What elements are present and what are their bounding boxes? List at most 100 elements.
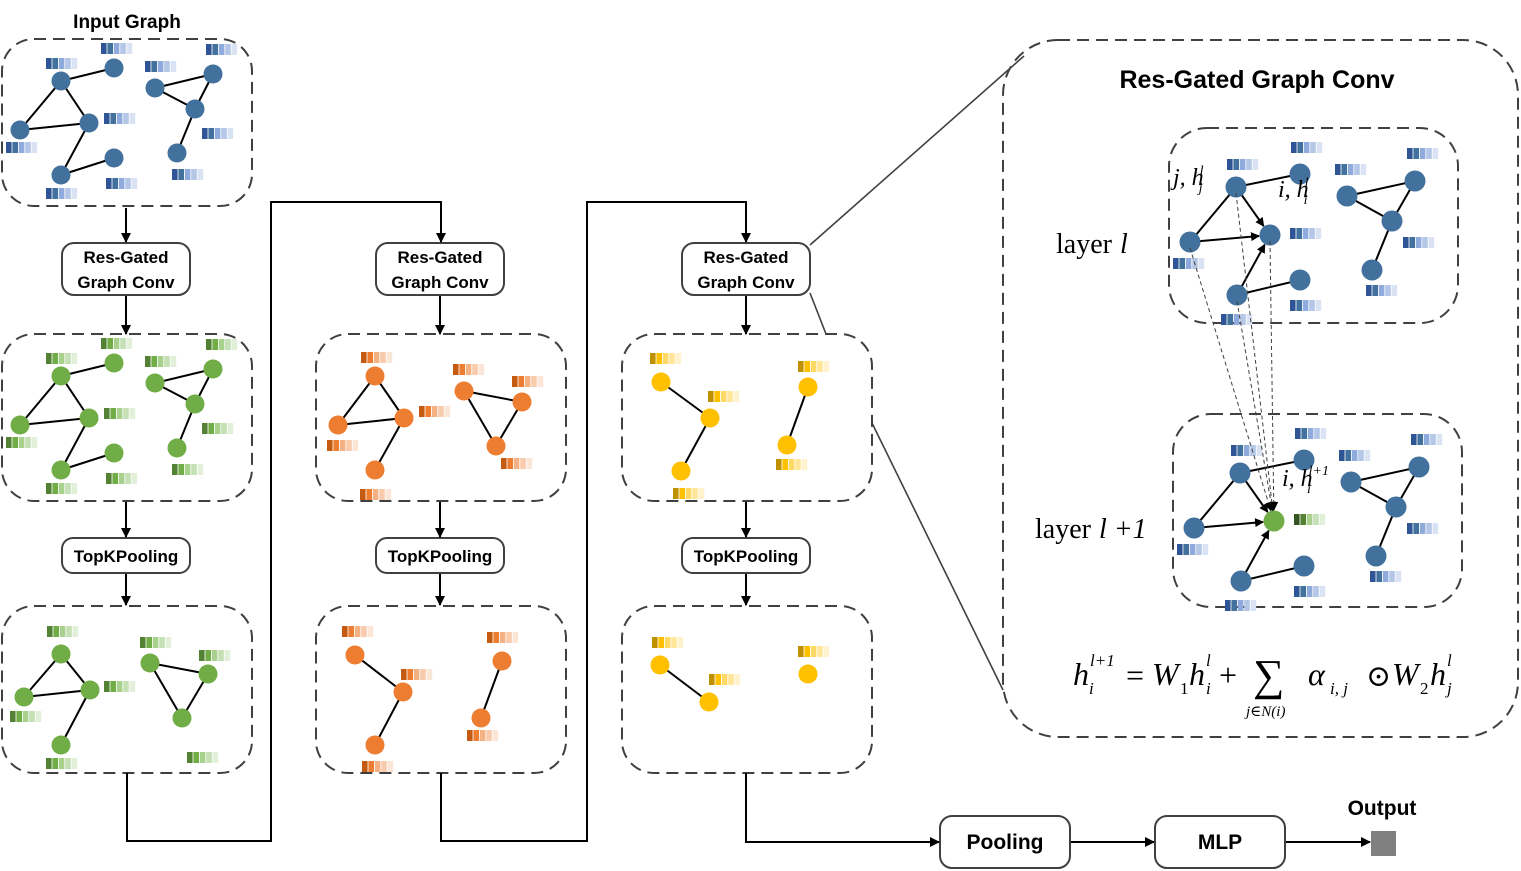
feature-cell	[140, 637, 146, 648]
feature-cell	[698, 488, 705, 499]
feature-cell	[499, 632, 506, 643]
feature-vector	[1295, 428, 1327, 439]
feature-vector	[46, 188, 78, 199]
feature-cell	[1295, 428, 1301, 439]
graph-node	[1289, 269, 1311, 291]
feature-cell	[116, 113, 123, 124]
input-graph-title: Input Graph	[73, 12, 181, 33]
graph-node	[1340, 471, 1362, 493]
feature-cell	[367, 626, 374, 637]
feature-vector	[1366, 285, 1398, 296]
conv-box-1: Res-Gated Graph Conv	[61, 242, 191, 296]
feature-vector	[202, 423, 234, 434]
graph-node	[1289, 163, 1311, 185]
feature-cell	[795, 459, 801, 470]
feature-cell	[65, 758, 71, 769]
feature-cell	[22, 711, 29, 722]
graph-node	[51, 460, 71, 480]
feature-cell	[478, 364, 485, 375]
graph-node	[492, 651, 512, 671]
graph-edge	[680, 417, 711, 472]
feature-cell	[652, 637, 658, 648]
graph-node	[393, 682, 413, 702]
feature-cell	[118, 473, 125, 484]
feature-cell	[116, 681, 123, 692]
graph-node	[145, 373, 165, 393]
feature-cell	[65, 58, 71, 69]
feature-cell	[823, 361, 830, 372]
graph-node	[1226, 284, 1248, 306]
graph	[650, 353, 830, 499]
formula-lhs-sub: i	[1089, 679, 1094, 698]
feature-cell	[1309, 228, 1315, 239]
feature-vector	[206, 44, 238, 55]
feature-cell	[487, 632, 493, 643]
output-square	[1371, 831, 1396, 856]
feature-vector	[1335, 164, 1367, 175]
graph-edge	[337, 375, 376, 426]
feature-cell	[113, 43, 120, 54]
feature-cell	[184, 464, 191, 475]
feature-cell	[164, 356, 170, 367]
graph-edge	[19, 417, 90, 426]
feature-cell	[714, 391, 720, 402]
topk-box-2: TopKPooling	[375, 537, 505, 574]
graph-edge	[60, 417, 90, 471]
feature-cell	[804, 361, 810, 372]
detail-panel	[1002, 39, 1519, 738]
formula-sum: ∑	[1253, 651, 1284, 700]
feature-vector	[1231, 445, 1263, 456]
graph-node	[1336, 185, 1358, 207]
feature-vector	[360, 489, 392, 500]
feature-cell	[58, 58, 65, 69]
feature-vector	[650, 353, 682, 364]
feature-vector	[145, 61, 177, 72]
feature-vector	[172, 464, 204, 475]
graph-edge	[60, 122, 90, 176]
feature-cell	[58, 483, 65, 494]
feature-cell	[1297, 142, 1303, 153]
feature-cell	[1419, 523, 1426, 534]
feature-cell	[205, 650, 211, 661]
feature-cell	[677, 637, 684, 648]
graph-node	[486, 436, 506, 456]
feature-vector	[512, 376, 544, 387]
feature-cell	[1296, 228, 1302, 239]
feature-cell	[810, 361, 817, 372]
graph-node	[51, 366, 71, 386]
graph-edge	[1350, 466, 1420, 483]
directed-edge	[1189, 232, 1261, 243]
graph-node	[798, 377, 818, 397]
graph-node	[365, 366, 385, 386]
graph-node	[104, 148, 124, 168]
feature-cell	[1391, 285, 1398, 296]
feature-cell	[708, 391, 714, 402]
graph	[342, 626, 519, 772]
feature-cell	[212, 339, 218, 350]
feature-cell	[129, 408, 136, 419]
feature-cell	[197, 169, 204, 180]
feature-cell	[438, 406, 444, 417]
feature-cell	[25, 142, 31, 153]
feature-cell	[46, 188, 52, 199]
feature-cell	[1354, 164, 1360, 175]
target-node-i	[1263, 510, 1285, 532]
layer-l-graph	[1173, 142, 1439, 325]
graph-edge	[463, 390, 497, 447]
graph-node	[328, 415, 348, 435]
feature-cell	[159, 637, 165, 648]
feature-cell	[1189, 544, 1196, 555]
feature-cell	[72, 626, 79, 637]
feature-cell	[1428, 237, 1435, 248]
feature-cell	[1426, 523, 1432, 534]
feature-cell	[354, 626, 361, 637]
feature-vector	[652, 637, 684, 648]
feature-cell	[29, 711, 35, 722]
feature-cell	[110, 681, 116, 692]
feature-cell	[52, 188, 58, 199]
feature-cell	[1301, 428, 1307, 439]
feature-vector	[104, 408, 136, 419]
feature-cell	[152, 637, 159, 648]
formula-alpha-sub: i, j	[1330, 679, 1348, 698]
